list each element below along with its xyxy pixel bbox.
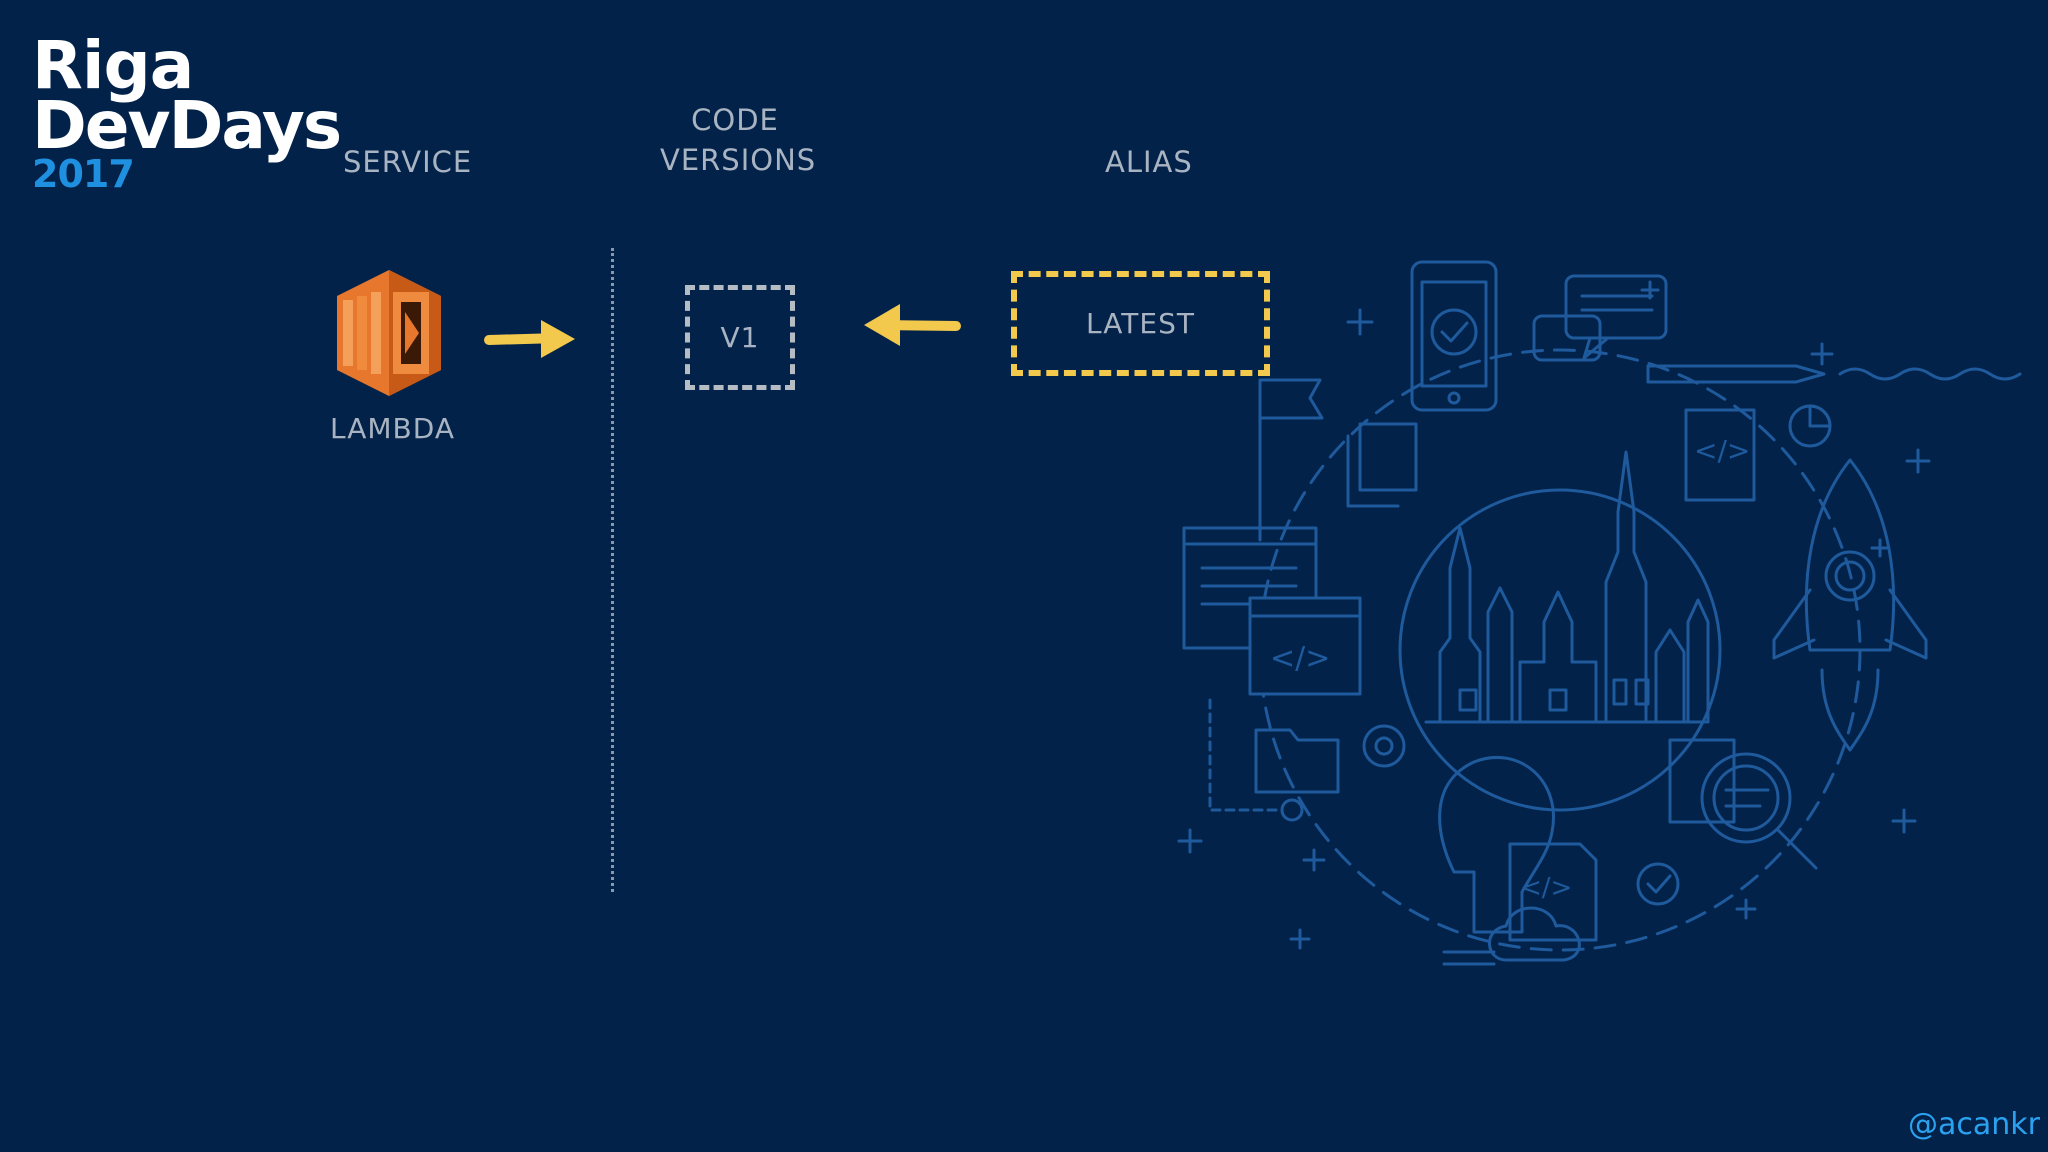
lambda-label: LAMBDA — [330, 412, 455, 445]
twitter-handle: @acankr — [1908, 1107, 2040, 1142]
aws-lambda-icon — [333, 270, 445, 396]
header-alias: ALIAS — [1105, 145, 1193, 179]
header-code-line2: VERSIONS — [660, 140, 810, 180]
version-box-v1: V1 — [685, 285, 795, 390]
version-label: V1 — [721, 321, 760, 354]
header-code-line1: CODE — [660, 100, 810, 140]
dotted-divider — [611, 248, 614, 892]
header-code-versions: CODE VERSIONS — [660, 100, 810, 180]
svg-text:</>: </> — [1694, 434, 1750, 467]
riga-devdays-logo: Riga DevDays 2017 — [32, 36, 340, 194]
svg-text:</>: </> — [1520, 873, 1572, 903]
svg-text:</>: </> — [1270, 641, 1330, 676]
logo-line-devdays: DevDays — [32, 96, 340, 156]
left-arrow-icon — [860, 298, 960, 352]
right-arrow-icon — [485, 314, 581, 364]
city-illustration: </> </> — [1170, 250, 2048, 990]
header-service: SERVICE — [343, 145, 472, 179]
